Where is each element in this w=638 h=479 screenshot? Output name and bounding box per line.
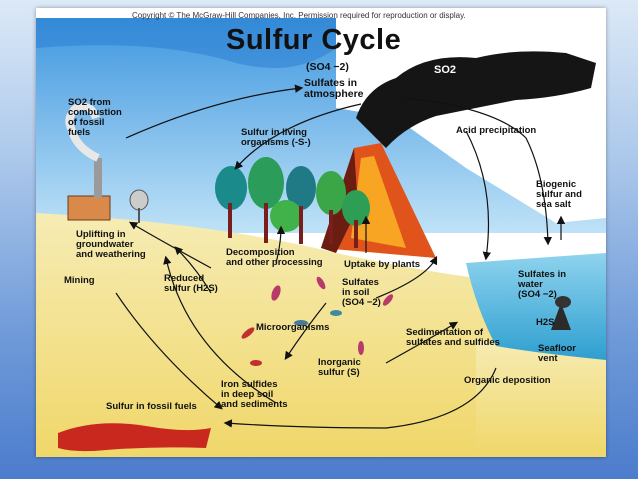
label-uplifting: Uplifting in groundwater and weathering: [76, 229, 146, 260]
label-acid-precipitation: Acid precipitation: [456, 125, 537, 136]
label-decomposition: Decomposition and other processing: [226, 247, 323, 268]
label-organic-deposition: Organic deposition: [464, 375, 551, 386]
factory-building: [67, 195, 111, 221]
label-sulfates-atmosphere: Sulfates in atmosphere: [304, 77, 364, 101]
sulfur-cycle-diagram: [36, 18, 606, 457]
label-sulfates-soil: Sulfates in soil (SO4 −2): [342, 277, 381, 308]
sky-cloud-left: [36, 18, 336, 68]
volcano-smoke: [356, 51, 596, 149]
label-so2-cloud: SO2: [434, 64, 457, 76]
sea: [466, 253, 606, 360]
volcano-lava-inner: [351, 156, 406, 248]
soil: [36, 213, 506, 457]
label-sulfur-fossil: Sulfur in fossil fuels: [106, 401, 197, 412]
label-so4-atmosphere: (SO4 −2): [306, 61, 349, 73]
slide-frame: Copyright © The McGraw-Hill Companies, I…: [36, 8, 606, 457]
factory-smoke: [65, 102, 100, 162]
label-biogenic: Biogenic sulfur and sea salt: [536, 179, 582, 210]
seafloor-vent: [551, 303, 571, 330]
vent-plume: [555, 296, 571, 308]
label-inorganic-sulfur: Inorganic sulfur (S): [318, 357, 361, 378]
label-sulfates-water: Sulfates in water (SO4 −2): [518, 269, 567, 300]
soil-right: [476, 338, 606, 457]
forest: [215, 157, 370, 248]
label-seafloor-vent: Seafloor vent: [538, 343, 577, 364]
label-uptake: Uptake by plants: [344, 259, 421, 270]
cycle-arrows: [115, 84, 566, 429]
copyright-notice: Copyright © The McGraw-Hill Companies, I…: [132, 11, 466, 20]
label-h2s-vent: H2S: [536, 317, 555, 328]
label-iron-sulfides: Iron sulfides in deep soil and sediments: [221, 379, 288, 410]
label-microorganisms: Microorganisms: [256, 322, 330, 333]
label-mining: Mining: [64, 275, 95, 286]
label-so2-fossil: SO2 from combustion of fossil fuels: [68, 97, 122, 138]
soil-microbes: [241, 276, 394, 366]
factory-chimney: [94, 158, 102, 198]
water-tower: [129, 189, 149, 211]
label-sedimentation: Sedimentation of sulfates and sulfides: [406, 327, 500, 348]
diagram-title: Sulfur Cycle: [226, 24, 402, 56]
label-sulfur-living: Sulfur in living organisms (-S-): [241, 127, 311, 148]
label-reduced-sulfur: Reduced sulfur (H2S): [164, 273, 218, 294]
fossil-fuel-layer: [58, 423, 211, 452]
